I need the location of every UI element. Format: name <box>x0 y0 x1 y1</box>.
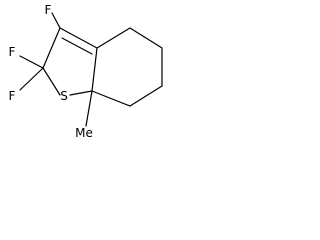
atom-sulfur: S <box>60 89 68 103</box>
atom-methyl: Me <box>75 126 93 140</box>
bond-c3-f <box>51 12 61 29</box>
bond-c3-c2 <box>42 27 61 69</box>
bond-c3a-c4 <box>96 27 131 49</box>
bond-c7-c7a <box>91 90 131 107</box>
bond-c7a-methyl <box>85 90 93 127</box>
bond-s-c7a <box>69 90 93 96</box>
atom-fluorine-top: F <box>45 3 52 17</box>
atom-fluorine-left-lower: F <box>9 89 16 103</box>
bond-c2-f-lower <box>19 67 44 91</box>
atom-fluorine-left-upper: F <box>9 45 16 59</box>
molecule-structure: F F F S Me <box>9 3 163 140</box>
bond-c3a-c3-inner <box>61 37 93 55</box>
bond-c7a-c3a <box>91 47 98 92</box>
bond-c2-f-upper <box>19 55 44 69</box>
bond-c2-s <box>42 67 61 96</box>
bond-c6-c7 <box>129 85 163 107</box>
bond-c3a-c3-outer <box>59 27 98 49</box>
bond-c4-c5 <box>129 27 163 49</box>
